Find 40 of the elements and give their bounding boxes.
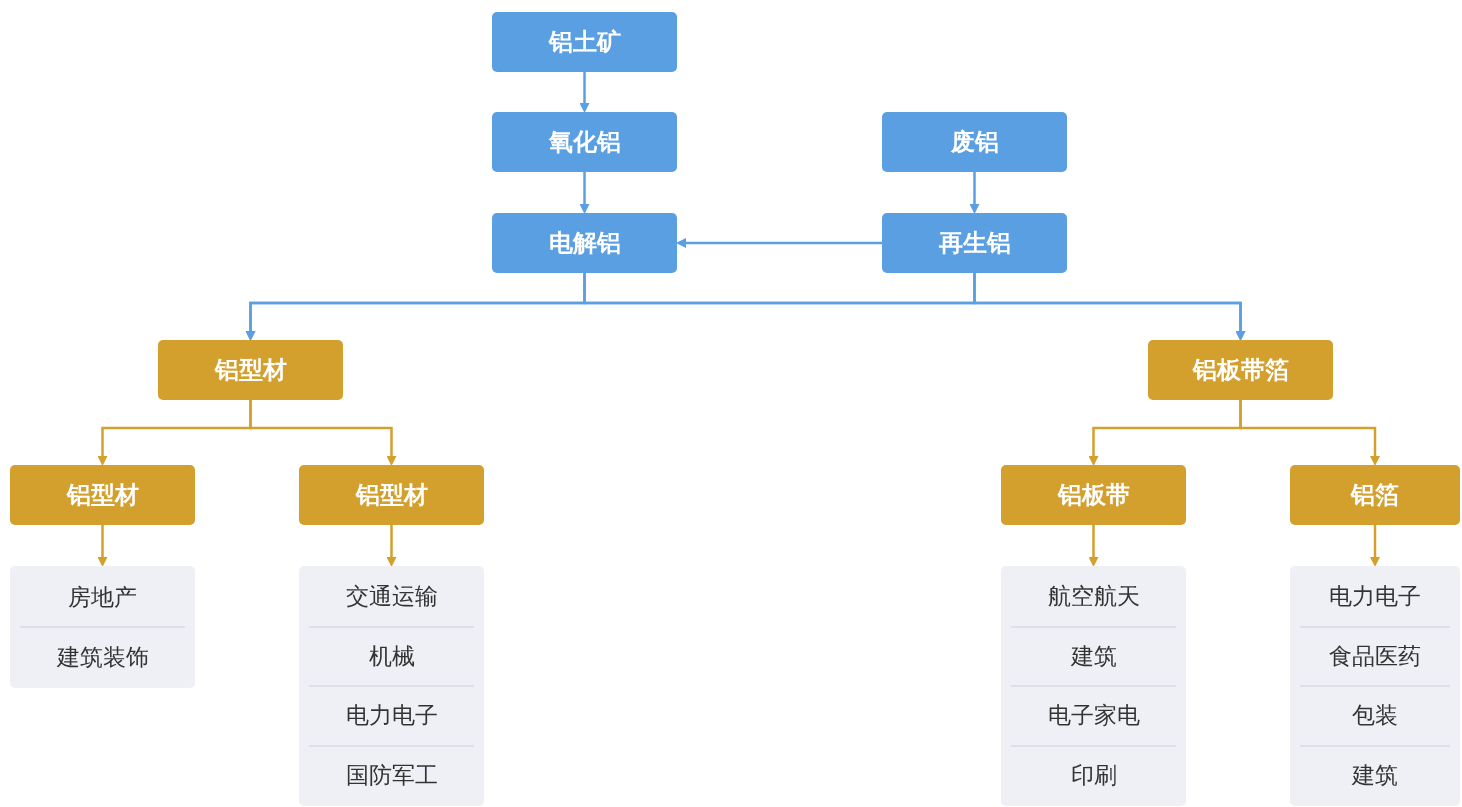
application-item: 包装 [1300, 685, 1450, 745]
material-box: 电解铝 [492, 213, 677, 273]
application-item: 电力电子 [309, 685, 474, 745]
application-item: 电力电子 [1328, 582, 1422, 612]
arrow [969, 172, 980, 214]
material-box: 废铝 [882, 112, 1067, 172]
product-box: 铝型材 [10, 465, 195, 525]
material-box: 铝土矿 [492, 12, 677, 72]
arrow [249, 400, 397, 466]
application-item: 食品医药 [1300, 625, 1450, 685]
material-box: 再生铝 [882, 213, 1067, 273]
product-box: 铝型材 [299, 465, 484, 525]
arrow [973, 273, 1246, 341]
application-list-panel [10, 566, 195, 688]
application-list-panel [1290, 566, 1460, 806]
application-item: 国防军工 [309, 744, 474, 804]
application-item: 建筑 [1011, 625, 1176, 685]
arrow [386, 525, 397, 567]
arrow [1239, 400, 1380, 466]
product-box: 铝板带箔 [1148, 340, 1333, 400]
application-list-panel [299, 566, 484, 806]
product-box: 铝板带 [1001, 465, 1186, 525]
application-item: 印刷 [1011, 744, 1176, 804]
arrow [1370, 525, 1380, 567]
arrow [579, 72, 590, 113]
application-item: 建筑 [1300, 744, 1450, 804]
application-item: 电子家电 [1011, 685, 1176, 745]
application-item: 建筑装饰 [20, 626, 185, 686]
arrow [97, 525, 108, 567]
arrow [579, 172, 590, 214]
material-box: 氧化铝 [492, 112, 677, 172]
product-box: 铝箔 [1290, 465, 1460, 525]
application-item: 房地产 [67, 582, 138, 612]
application-item: 机械 [309, 625, 474, 685]
product-box: 铝型材 [158, 340, 343, 400]
arrow [1088, 525, 1099, 567]
application-list-panel [1001, 566, 1186, 806]
arrow [676, 238, 882, 248]
application-item: 交通运输 [344, 582, 439, 612]
application-item: 航空航天 [1046, 582, 1141, 612]
